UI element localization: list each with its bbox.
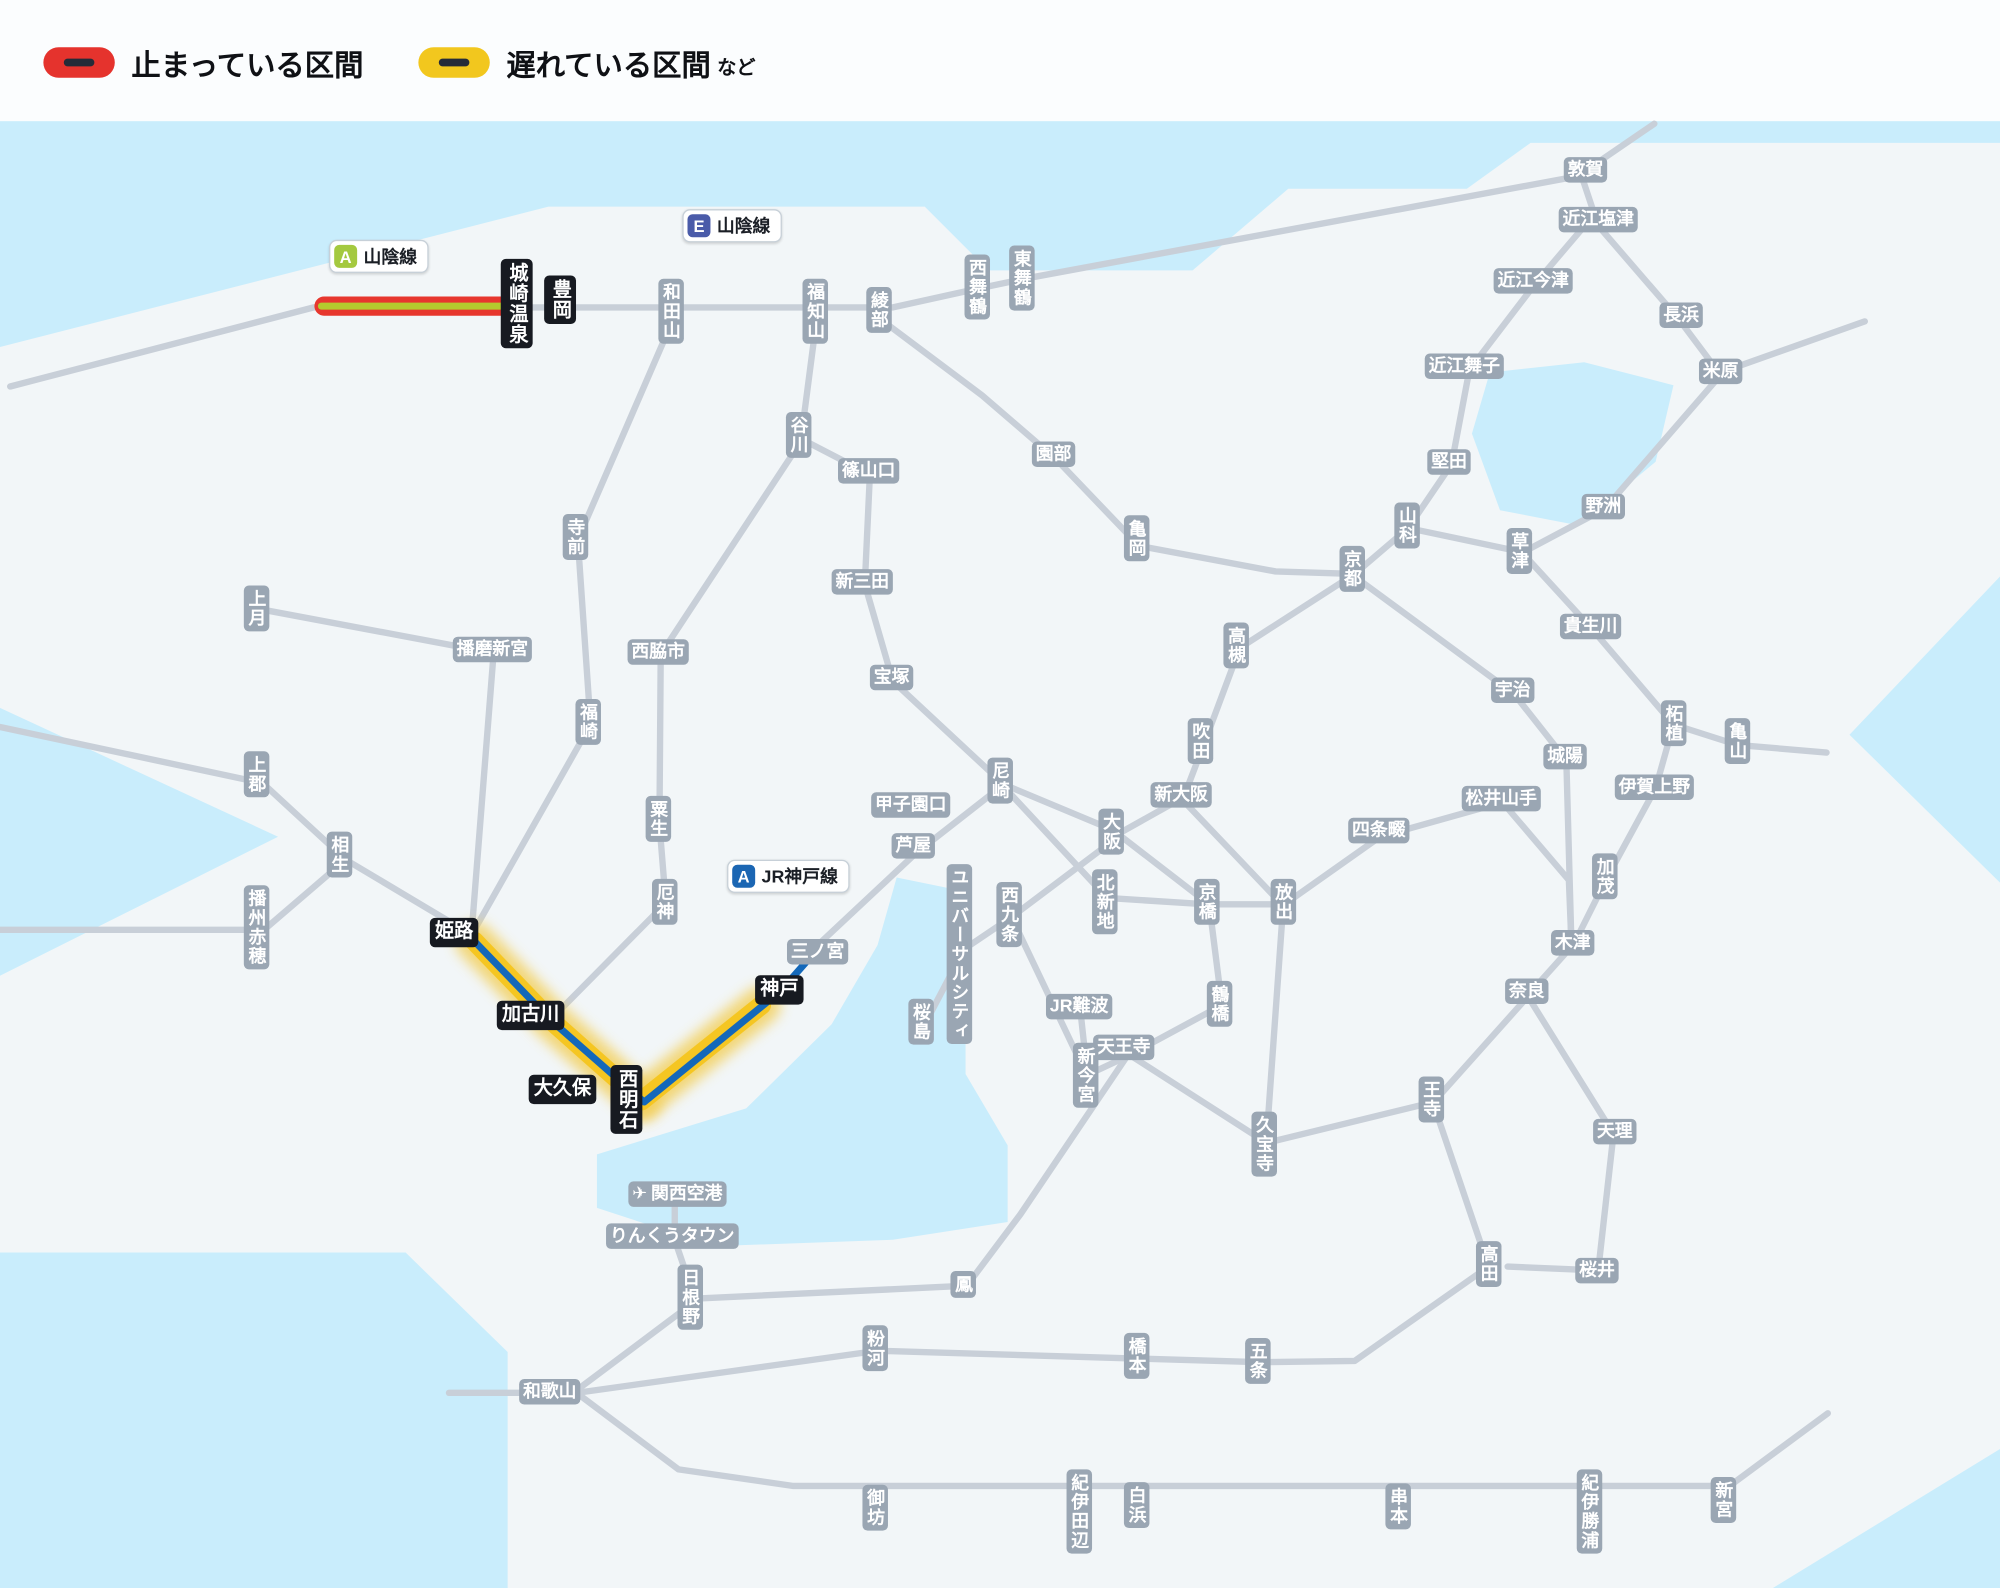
legend-band bbox=[0, 0, 2000, 122]
rail-line bbox=[573, 1101, 1492, 1397]
rail-line bbox=[471, 318, 676, 934]
rail-line bbox=[813, 781, 1124, 950]
rail-line bbox=[1717, 318, 1868, 376]
rail-line bbox=[1504, 995, 1617, 1274]
water-shape bbox=[1772, 1448, 2000, 1588]
rail-line bbox=[1124, 991, 1533, 1147]
water-shape bbox=[1849, 576, 2000, 883]
rail-line bbox=[1579, 176, 1724, 379]
water-shape bbox=[0, 707, 279, 976]
rail-line bbox=[0, 723, 476, 939]
rail-line bbox=[573, 1389, 1831, 1490]
rail-line bbox=[876, 315, 1358, 578]
water-shape bbox=[0, 1252, 508, 1588]
water-shape bbox=[596, 877, 1008, 1247]
rail-line bbox=[7, 172, 1583, 390]
rail-line bbox=[1351, 573, 1575, 948]
